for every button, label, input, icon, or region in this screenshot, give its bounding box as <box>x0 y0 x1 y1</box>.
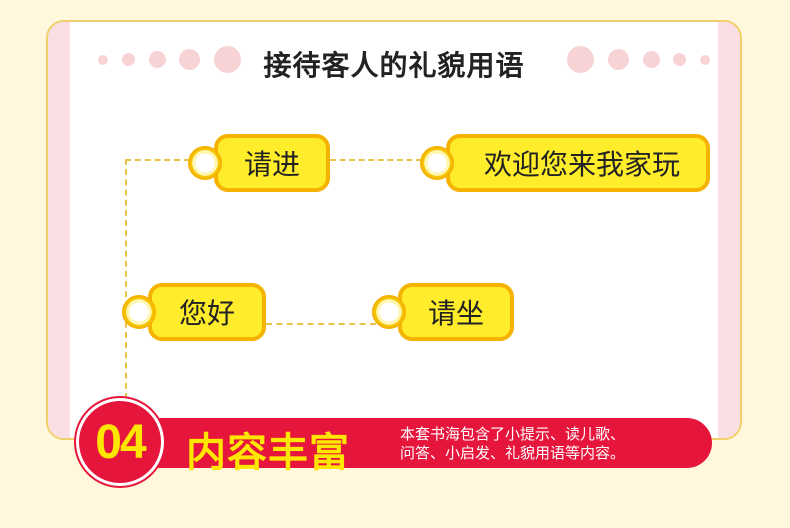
phrase-text: 您好 <box>178 297 235 330</box>
card-title: 接待客人的礼貌用语 <box>263 49 525 82</box>
tag-knob <box>122 295 156 329</box>
connector-line <box>125 159 190 161</box>
dot-decoration <box>700 55 710 65</box>
feature-description: 本套书海包含了小提示、读儿歌、 问答、小启发、礼貌用语等内容。 <box>400 425 625 463</box>
dot-decoration <box>673 53 686 66</box>
phrase-tag-welcome: 欢迎您来我家玩 <box>446 134 710 192</box>
feature-banner <box>120 418 712 468</box>
tag-knob <box>188 146 222 180</box>
phrase-card: 接待客人的礼貌用语 <box>46 20 742 440</box>
connector-line <box>330 159 422 161</box>
feature-number-badge: 04 <box>76 398 164 486</box>
dot-decoration <box>567 46 594 73</box>
connector-line <box>266 323 376 325</box>
phrase-text: 欢迎您来我家玩 <box>483 148 680 181</box>
card-left-stripe <box>48 22 70 438</box>
tag-knob <box>372 295 406 329</box>
connector-line <box>125 159 127 399</box>
feature-title: 内容丰富 <box>186 430 350 476</box>
feature-description-line: 问答、小启发、礼貌用语等内容。 <box>400 444 626 462</box>
dot-decoration <box>643 51 660 68</box>
phrase-tag-please-sit: 请坐 <box>398 283 514 341</box>
dot-decoration <box>179 49 200 70</box>
tag-knob <box>420 146 454 180</box>
card-right-stripe <box>718 22 740 438</box>
dot-decoration <box>149 51 166 68</box>
dot-decoration <box>214 46 241 73</box>
phrase-tag-hello: 您好 <box>148 283 266 341</box>
dot-decoration <box>98 55 108 65</box>
phrase-tag-please-come-in: 请进 <box>214 134 330 192</box>
phrase-text: 请进 <box>243 148 300 181</box>
feature-description-line: 本套书海包含了小提示、读儿歌、 <box>400 425 626 443</box>
dot-decoration <box>122 53 135 66</box>
dot-decoration <box>608 49 629 70</box>
phrase-text: 请坐 <box>427 297 484 330</box>
